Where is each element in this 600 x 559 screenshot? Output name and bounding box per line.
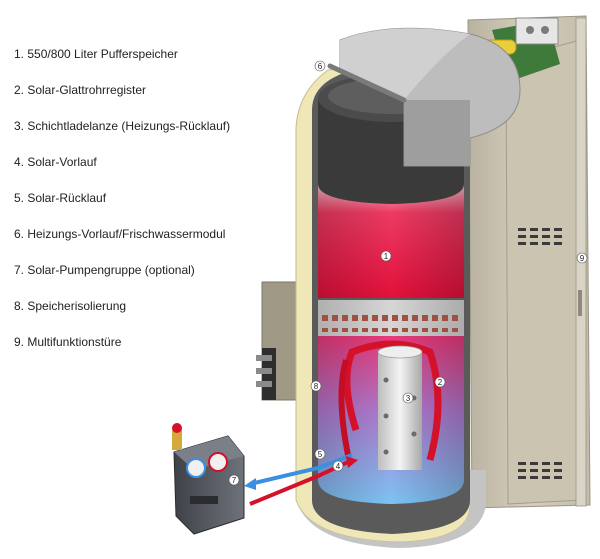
marker-3: 3 [402, 392, 414, 404]
legend-item-8: 8. Speicherisolierung [14, 299, 127, 313]
legend: 1. 550/800 Liter Pufferspeicher 2. Solar… [14, 46, 274, 370]
legend-item-6: 6. Heizungs-Vorlauf/Frischwassermodul [14, 227, 226, 241]
side-hydraulic-unit [256, 281, 303, 401]
legend-item-9: 9. Multifunktionstüre [14, 335, 122, 349]
marker-9: 9 [576, 252, 588, 264]
marker-1: 1 [380, 250, 392, 262]
stratification-baffle [318, 300, 464, 336]
vent-slots-lower [518, 462, 562, 479]
stratification-lance [377, 345, 423, 470]
heating-flow-pipe [327, 63, 407, 103]
legend-item-4: 4. Solar-Vorlauf [14, 155, 97, 169]
marker-8-label: 8 [314, 382, 319, 391]
marker-4-label: 4 [336, 462, 341, 471]
marker-4: 4 [332, 460, 344, 472]
tank-top-cover [339, 27, 521, 167]
tank-hot-zone [318, 184, 464, 298]
legend-item-5: 5. Solar-Rücklauf [14, 191, 107, 205]
marker-2-label: 2 [438, 378, 443, 387]
marker-3-label: 3 [406, 394, 411, 403]
marker-9-label: 9 [580, 254, 585, 263]
marker-6-label: 6 [318, 62, 323, 71]
solar-pump-group [172, 423, 245, 535]
legend-item-3: 3. Schichtladelanze (Heizungs-Rücklauf) [14, 119, 231, 133]
marker-6: 6 [314, 60, 326, 72]
marker-7-label: 7 [232, 476, 237, 485]
marker-7: 7 [228, 474, 240, 486]
solar-return-pipe [244, 453, 353, 490]
marker-5: 5 [314, 448, 326, 460]
marker-2: 2 [434, 376, 446, 388]
vent-slots-upper [518, 228, 562, 245]
legend-item-1: 1. 550/800 Liter Pufferspeicher [14, 47, 178, 61]
solar-heat-exchanger-coil [338, 340, 442, 461]
marker-5-label: 5 [318, 450, 323, 459]
legend-item-2: 2. Solar-Glattrohrregister [14, 83, 147, 97]
legend-item-7: 7. Solar-Pumpengruppe (optional) [14, 263, 195, 277]
marker-1-label: 1 [384, 252, 389, 261]
marker-8: 8 [310, 380, 322, 392]
